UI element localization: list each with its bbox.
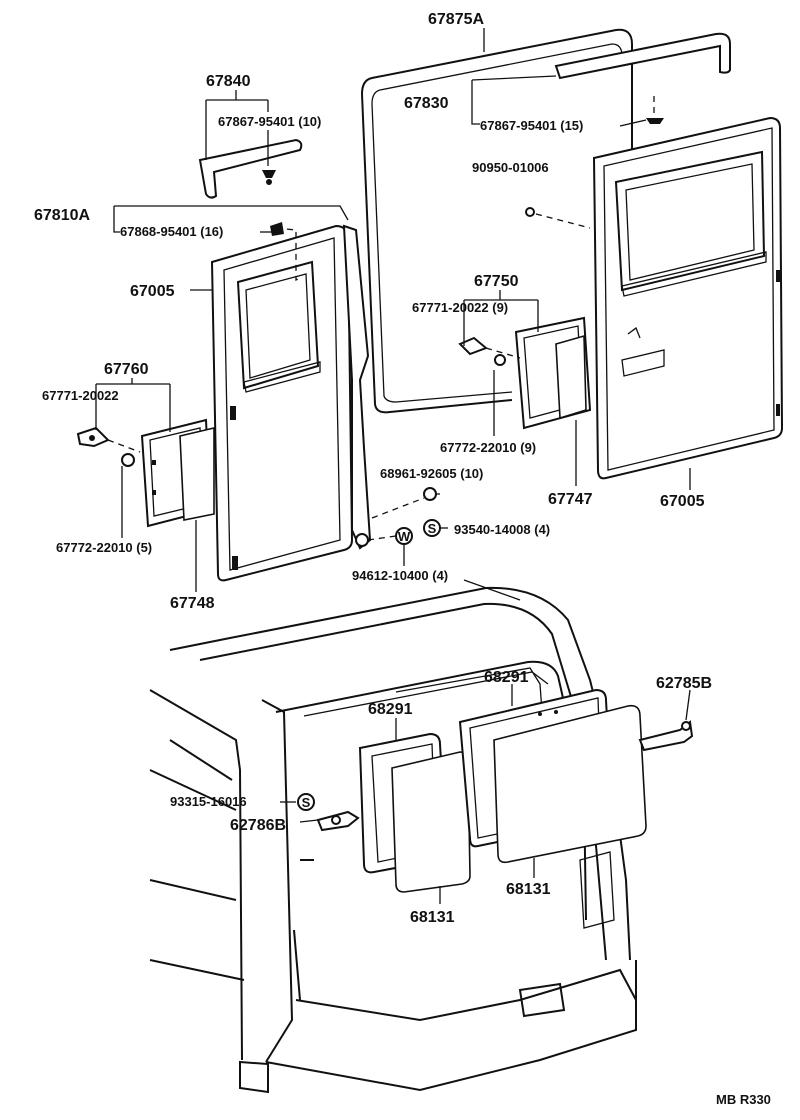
callout-67747: 67747 bbox=[548, 491, 593, 508]
callout-67867-right: 67867-95401 (15) bbox=[480, 118, 583, 133]
callout-67867-left: 67867-95401 (10) bbox=[218, 114, 321, 129]
callout-67005-left: 67005 bbox=[130, 283, 175, 300]
callout-62786B: 62786B bbox=[230, 817, 286, 834]
left-glass-assembly bbox=[140, 418, 215, 528]
callout-67771-left: 67771-20022 bbox=[42, 388, 119, 403]
s-symbol-2: S bbox=[302, 795, 311, 810]
guide-rail-67810A bbox=[275, 224, 372, 550]
callout-68131-left: 68131 bbox=[410, 909, 455, 926]
callout-67840: 67840 bbox=[206, 73, 251, 90]
callout-67830: 67830 bbox=[404, 95, 449, 112]
fastener-94612: W bbox=[367, 527, 413, 545]
callout-67772-right: 67772-22010 (9) bbox=[440, 440, 536, 455]
callout-68961: 68961-92605 (10) bbox=[380, 466, 483, 481]
quarter-window-right bbox=[458, 688, 647, 864]
callout-67875A: 67875A bbox=[428, 11, 484, 28]
callout-94612: 94612-10400 (4) bbox=[352, 568, 448, 583]
fastener-68961 bbox=[371, 487, 437, 519]
leader-lines bbox=[95, 28, 691, 904]
fastener-93540: S bbox=[423, 519, 441, 537]
callout-68131-right: 68131 bbox=[506, 881, 551, 898]
quarter-window-left bbox=[358, 732, 471, 893]
screw-67867-right bbox=[646, 96, 664, 124]
s-symbol: S bbox=[428, 521, 437, 536]
right-glass-assembly bbox=[458, 316, 592, 430]
screw-93315: S bbox=[297, 793, 315, 811]
callout-67868: 67868-95401 (16) bbox=[120, 224, 223, 239]
callout-68291-left: 68291 bbox=[368, 701, 413, 718]
hinge-62786B bbox=[316, 810, 360, 832]
callout-62785B: 62785B bbox=[656, 675, 712, 692]
callout-93540: 93540-14008 (4) bbox=[454, 522, 550, 537]
callout-67771-right: 67771-20022 (9) bbox=[412, 300, 508, 315]
hinge-62785B bbox=[638, 720, 694, 752]
callout-67748: 67748 bbox=[170, 595, 215, 612]
left-clip-67771 bbox=[76, 426, 141, 467]
callout-67810A: 67810A bbox=[34, 207, 90, 224]
left-door-67005 bbox=[210, 224, 354, 582]
callout-67772-left: 67772-22010 (5) bbox=[56, 540, 152, 555]
diagram-code: MB R330 bbox=[716, 1092, 771, 1107]
callout-90950: 90950-01006 bbox=[472, 160, 549, 175]
right-door-67005 bbox=[525, 116, 784, 480]
w-symbol: W bbox=[398, 529, 411, 544]
callout-93315: 93315-16016 bbox=[170, 794, 247, 809]
callout-68291-right: 68291 bbox=[484, 669, 529, 686]
frame-strip-67840 bbox=[198, 138, 303, 199]
weatherstrip-67875A bbox=[360, 28, 731, 414]
screw-67868 bbox=[270, 222, 284, 236]
callout-67750: 67750 bbox=[474, 273, 519, 290]
callout-67005-right: 67005 bbox=[660, 493, 705, 510]
callout-67760: 67760 bbox=[104, 361, 149, 378]
